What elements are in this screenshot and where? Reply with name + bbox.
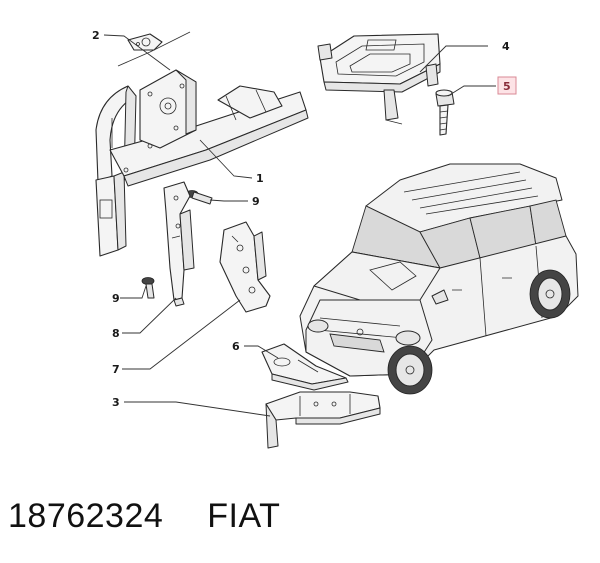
exploded-parts-diagram: 2 4 5 1 9 9 8 7 6 3 — [92, 29, 579, 449]
part-3-lower-rail — [265, 391, 381, 449]
part-footer: 18762324 FIAT — [8, 492, 280, 540]
callout-8: 8 — [112, 327, 120, 340]
part-number: 18762324 — [8, 496, 164, 535]
part-2-bracket-plate — [127, 33, 163, 51]
car-illustration — [299, 163, 579, 395]
callout-1: 1 — [256, 172, 264, 185]
callout-9-lower: 9 — [112, 292, 120, 305]
part-5-bolt — [435, 89, 455, 136]
callout-3: 3 — [112, 396, 120, 409]
brand-name: FIAT — [207, 496, 281, 535]
part-6-panel — [261, 343, 349, 391]
callout-6: 6 — [232, 340, 240, 353]
part-9-bolt-lower — [141, 277, 155, 299]
part-1-front-frame — [95, 69, 309, 257]
callout-2: 2 — [92, 29, 100, 42]
part-7-side-bracket — [219, 221, 271, 313]
callout-9-upper: 9 — [252, 195, 260, 208]
leader-lines — [103, 31, 496, 417]
callout-labels: 2 4 5 1 9 9 8 7 6 3 — [92, 29, 517, 409]
part-4-battery-tray — [317, 33, 441, 125]
callout-7: 7 — [112, 363, 120, 376]
callout-4: 4 — [502, 40, 510, 53]
callout-5: 5 — [503, 80, 511, 93]
callout-5-highlight — [497, 76, 517, 95]
part-8-brace — [163, 181, 195, 307]
